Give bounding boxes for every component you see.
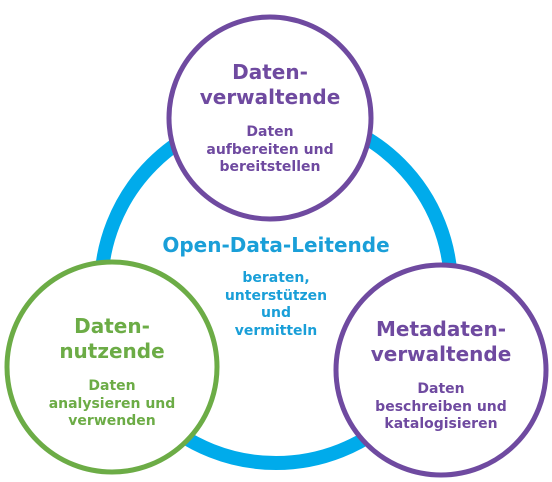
center-subtitle: beraten, unterstützen und vermitteln <box>224 270 328 339</box>
node-right-title: Metadaten- verwaltende <box>370 317 512 366</box>
node-right-circle <box>333 262 549 478</box>
node-top-title: Daten- verwaltende <box>199 60 341 109</box>
node-right-subtitle: Daten beschreiben und katalogisieren <box>375 381 507 432</box>
node-left-circle <box>4 259 220 475</box>
node-left-subtitle: Daten analysieren und verwenden <box>48 378 176 429</box>
center-title: Open-Data-Leitende <box>162 233 390 257</box>
node-top-subtitle: Daten aufbereiten und bereitstellen <box>206 124 334 175</box>
node-left-title: Daten- nutzende <box>59 314 165 363</box>
node-top-circle <box>166 14 374 222</box>
